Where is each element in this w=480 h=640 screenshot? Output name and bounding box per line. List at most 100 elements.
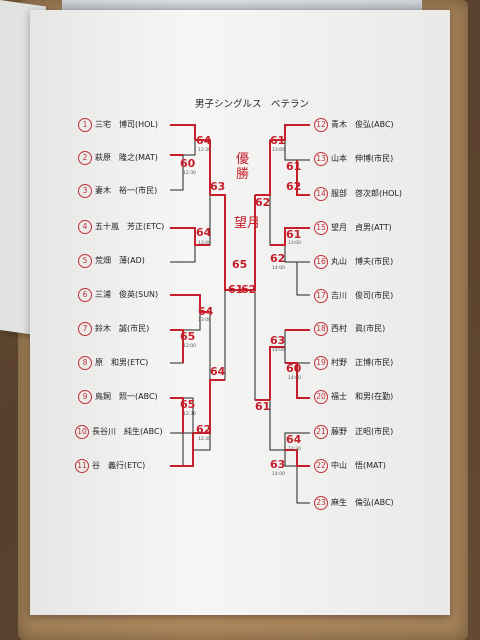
match-time: 12:30 (288, 447, 301, 452)
match-time: 14:00 (272, 348, 285, 353)
score: 63 (270, 458, 286, 471)
player-name: 吉川 俊司(市民) (331, 291, 394, 300)
seed-number: 2 (78, 151, 92, 165)
player-name: 谷 義行(ETC) (92, 461, 146, 470)
player-name: 五十嵐 芳正(ETC) (95, 222, 165, 231)
score: 65 (232, 258, 248, 271)
player-name: 丸山 博夫(市民) (331, 257, 394, 266)
seed-number: 8 (78, 356, 92, 370)
match-time: 12:30 (198, 437, 211, 442)
match-time: 13:00 (288, 241, 301, 246)
player-name: 原 和男(ETC) (95, 358, 149, 367)
score: 61 (255, 400, 271, 413)
score: 65 (180, 330, 196, 343)
match-time: 12:30 (183, 171, 196, 176)
sheet-title: 男子シングルス ベテラン (195, 99, 310, 110)
score: 63 (210, 180, 226, 193)
score: 65 (180, 398, 196, 411)
player-name: 藤野 正昭(市民) (331, 427, 394, 436)
score: 62 (241, 283, 257, 296)
seed-number: 6 (78, 288, 92, 302)
seed-number: 23 (314, 496, 328, 510)
seed-number: 7 (78, 322, 92, 336)
seed-number: 1 (78, 118, 92, 132)
score: 62 (270, 252, 286, 265)
seed-number: 20 (314, 390, 328, 404)
seed-number: 3 (78, 184, 92, 198)
match-time: 13:00 (272, 148, 285, 153)
seed-number: 9 (78, 390, 92, 404)
score: 60 (180, 157, 196, 170)
seed-number: 17 (314, 289, 328, 303)
score: 61 (270, 134, 286, 147)
seed-number: 18 (314, 322, 328, 336)
seed-number: 4 (78, 220, 92, 234)
player-name: 三浦 俊英(SUN) (95, 290, 159, 299)
player-name: 服部 啓次郎(HOL) (331, 189, 403, 198)
player-name: 青木 俊弘(ABC) (331, 120, 394, 129)
score: 64 (286, 433, 302, 446)
score: 64 (210, 365, 226, 378)
champion-name: 望月 (234, 216, 261, 231)
player-name: 荒畑 薄(AD) (95, 256, 145, 265)
seed-number: 10 (75, 425, 89, 439)
match-time: 14:00 (288, 376, 301, 381)
match-time: 13:00 (198, 241, 211, 246)
score: 62 (196, 423, 212, 436)
seed-number: 5 (78, 254, 92, 268)
score: 64 (196, 226, 212, 239)
score: 60 (286, 362, 302, 375)
score: 61 (286, 228, 302, 241)
seed-number: 12 (314, 118, 328, 132)
score: 64 (196, 134, 212, 147)
player-name: 麻生 倫弘(ABC) (331, 498, 394, 507)
player-name: 中山 悟(MAT) (331, 461, 386, 470)
seed-number: 14 (314, 187, 328, 201)
match-time: 12:30 (183, 412, 196, 417)
player-name: 妻木 裕一(市民) (95, 186, 158, 195)
player-name: 萩原 隆之(MAT) (95, 153, 158, 162)
match-time: 12:30 (198, 148, 211, 153)
seed-number: 13 (314, 152, 328, 166)
match-time: 13:00 (198, 318, 211, 323)
player-name: 三宅 博司(HOL) (95, 120, 159, 129)
champion-label: 優勝 (236, 152, 250, 182)
match-time: 14:00 (272, 472, 285, 477)
player-name: 長谷川 純生(ABC) (92, 427, 163, 436)
seed-number: 19 (314, 356, 328, 370)
score: 62 (286, 180, 302, 193)
player-name: 山本 伸博(市民) (331, 154, 394, 163)
score: 61 (228, 283, 244, 296)
seed-number: 16 (314, 255, 328, 269)
bracket-sheet (30, 10, 450, 615)
seed-number: 22 (314, 459, 328, 473)
match-time: 14:00 (272, 266, 285, 271)
score: 62 (255, 196, 271, 209)
score: 64 (198, 305, 214, 318)
player-name: 鳥飼 照一(ABC) (95, 392, 158, 401)
player-name: 福士 和男(在勤) (331, 392, 394, 401)
seed-number: 11 (75, 459, 89, 473)
